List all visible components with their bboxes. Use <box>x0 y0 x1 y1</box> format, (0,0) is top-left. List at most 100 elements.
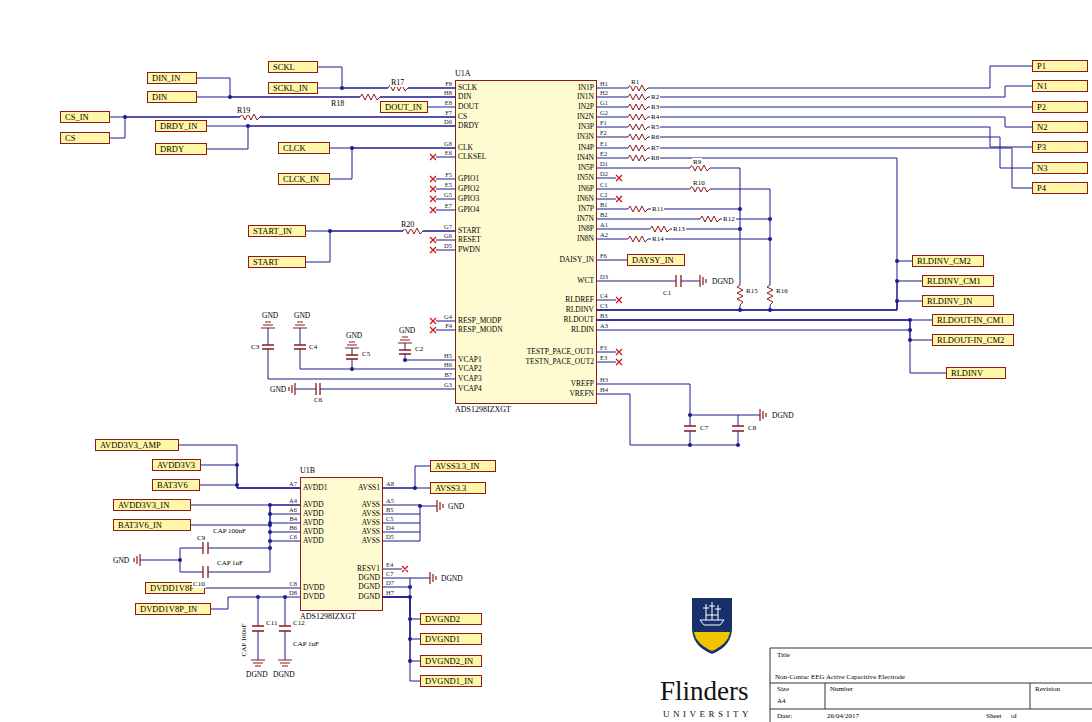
pin-name: VREFP <box>571 379 594 389</box>
pin-name: VCAP4 <box>458 384 482 394</box>
net-label: AVDD3V3_AMP <box>95 439 179 451</box>
pin-name: AVSS <box>362 527 380 537</box>
net-name: RLDOUT-IN_CM2 <box>937 335 1004 345</box>
resistor-label: R4 <box>650 113 660 121</box>
net-name: DAYSY_IN <box>632 255 674 265</box>
wire <box>383 488 430 489</box>
logo-rays <box>694 632 730 651</box>
pin-number: C4 <box>600 292 608 299</box>
wire <box>201 465 300 488</box>
net-label: P2 <box>1032 101 1088 113</box>
part-designator: U1B <box>300 466 315 476</box>
pin-number: G4 <box>444 313 452 320</box>
wire <box>211 597 300 609</box>
pin-number: F7 <box>445 109 452 116</box>
pin-number: F8 <box>445 80 452 87</box>
net-name: DRDY_IN <box>160 121 197 131</box>
pin-name: AVSS <box>362 500 380 510</box>
pin-name: CS <box>458 112 467 122</box>
pin-name: IN2N <box>577 112 594 122</box>
net-label: CLCK <box>278 142 330 154</box>
net-name: RLDINV_CM2 <box>917 256 971 266</box>
net-label: N1 <box>1032 80 1088 92</box>
pin-number: H8 <box>444 89 452 96</box>
net-label: AVSS3.3 <box>430 482 486 494</box>
capacitor-label: C1 <box>662 289 672 297</box>
wire <box>383 597 420 639</box>
pin-number: H3 <box>600 376 608 383</box>
pin-number: A8 <box>386 480 394 487</box>
logo-ship <box>700 602 724 625</box>
wire <box>197 97 455 98</box>
resistor-label: R8 <box>650 154 660 162</box>
pin-number: A5 <box>386 497 394 504</box>
pin-name: DGND <box>358 582 380 592</box>
pin-name: DAISY_IN <box>559 255 594 265</box>
pin-name: AVSS <box>362 536 380 546</box>
pin-name: IN3P <box>578 122 594 132</box>
logo-shield <box>692 598 732 654</box>
capacitor-label: C3 <box>250 343 260 351</box>
pin-name: VCAP2 <box>458 364 482 374</box>
pin-number: E7 <box>445 202 452 209</box>
ground-label: DGND <box>711 277 735 286</box>
wire <box>383 597 420 681</box>
logo-text: UNIVERSITY <box>662 709 753 719</box>
pin-name: IN7P <box>578 204 594 214</box>
pin-name: RLDREF <box>565 295 594 305</box>
pin-name: IN5P <box>578 163 594 173</box>
pin-number: E3 <box>600 354 607 361</box>
pin-number: F1 <box>600 119 607 126</box>
pin-name: DGND <box>358 573 380 583</box>
pin-number: H2 <box>600 89 608 96</box>
pin-name: IN8N <box>577 234 594 244</box>
pin-name: AVDD <box>303 500 324 510</box>
wire <box>597 320 946 373</box>
pin-number: A3 <box>600 322 608 329</box>
ground-label: DGND <box>245 670 269 679</box>
capacitor-label: C7 <box>699 424 709 432</box>
wire <box>597 260 627 261</box>
resistor-label: R20 <box>400 220 415 229</box>
net-name: AVSS3.3_IN <box>435 461 479 471</box>
capacitor-label: C2 <box>414 345 424 353</box>
net-label: CLCK_IN <box>278 173 330 185</box>
wire <box>597 301 922 310</box>
pin-name: IN3N <box>577 132 594 142</box>
net-name: N3 <box>1037 163 1047 173</box>
net-label: AVSS3.3_IN <box>430 460 496 472</box>
pin-number: E1 <box>600 140 607 147</box>
net-name: DVGND2_IN <box>425 656 473 666</box>
pin-name: IN6N <box>577 194 594 204</box>
net-name: AVSS3.3 <box>435 483 466 493</box>
pin-number: A1 <box>600 221 608 228</box>
pin-name: AVDD <box>303 527 324 537</box>
capacitor-label: C10 <box>192 580 206 588</box>
pin-name: IN1P <box>578 83 594 93</box>
title-block-text: Non-Contac EEG Active Capacitive Electro… <box>774 673 906 681</box>
ground-label: GND <box>269 385 287 394</box>
pin-number: B3 <box>600 312 608 319</box>
net-label: DOUT_IN <box>380 101 428 113</box>
net-name: N1 <box>1037 81 1047 91</box>
title-block-frame <box>770 648 1092 722</box>
pin-number: G8 <box>444 140 452 147</box>
pin-number: G3 <box>444 381 452 388</box>
net-label: N3 <box>1032 162 1088 174</box>
pin-number: A2 <box>600 231 608 238</box>
pin-name: DVDD <box>303 592 325 602</box>
pin-number: C5 <box>386 515 394 522</box>
pin-number: C3 <box>600 302 608 309</box>
ground-label: GND <box>398 326 416 335</box>
pin-name: RESV1 <box>357 564 380 574</box>
net-name: BAT3V6 <box>157 480 188 490</box>
net-name: SCKL_IN <box>273 83 308 93</box>
pin-name: IN5N <box>577 173 594 183</box>
pin-name: START <box>458 226 481 236</box>
pin-number: D7 <box>386 579 394 586</box>
title-block-text: Sheet <box>985 712 1003 720</box>
net-name: RLDOUT-IN_CM1 <box>937 315 1004 325</box>
capacitor-value: CAP 100nF <box>212 527 247 535</box>
pin-number: F5 <box>445 171 452 178</box>
pin-number: H7 <box>386 589 394 596</box>
